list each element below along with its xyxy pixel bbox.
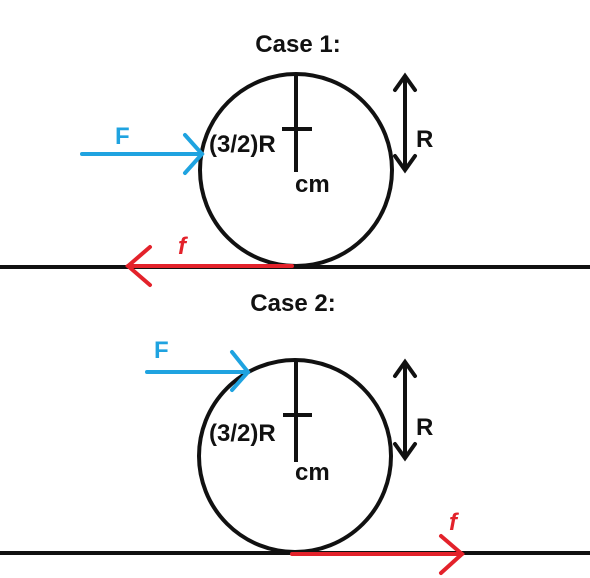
case-1-applied-force-label: F	[115, 123, 130, 150]
case-2-friction-label: f	[449, 509, 459, 536]
case-2-panel: Case 2: (3/2)R cm R F f	[0, 290, 590, 575]
case-2-cm-label: cm	[295, 459, 330, 486]
case-1-applied-force-arrow	[80, 133, 205, 175]
case-2-title: Case 2:	[250, 290, 335, 317]
case-1-cm-label: cm	[295, 171, 330, 198]
case-1-title: Case 1:	[255, 31, 340, 58]
case-1-height-label: (3/2)R	[209, 131, 276, 158]
case-1-friction-arrow	[124, 245, 294, 287]
case-2-radius-label: R	[416, 414, 433, 441]
case-1-radius-arrow	[393, 72, 417, 174]
case-2-radius-arrow	[393, 358, 417, 462]
case-1-panel: Case 1: (3/2)R cm R F f	[0, 31, 590, 287]
case-1-friction-label: f	[178, 233, 188, 260]
case-2-applied-force-arrow	[145, 350, 251, 392]
case-2-height-label: (3/2)R	[209, 420, 276, 447]
case-1-radius-label: R	[416, 126, 433, 153]
case-2-friction-arrow	[290, 534, 466, 575]
case-2-applied-force-label: F	[154, 337, 169, 364]
